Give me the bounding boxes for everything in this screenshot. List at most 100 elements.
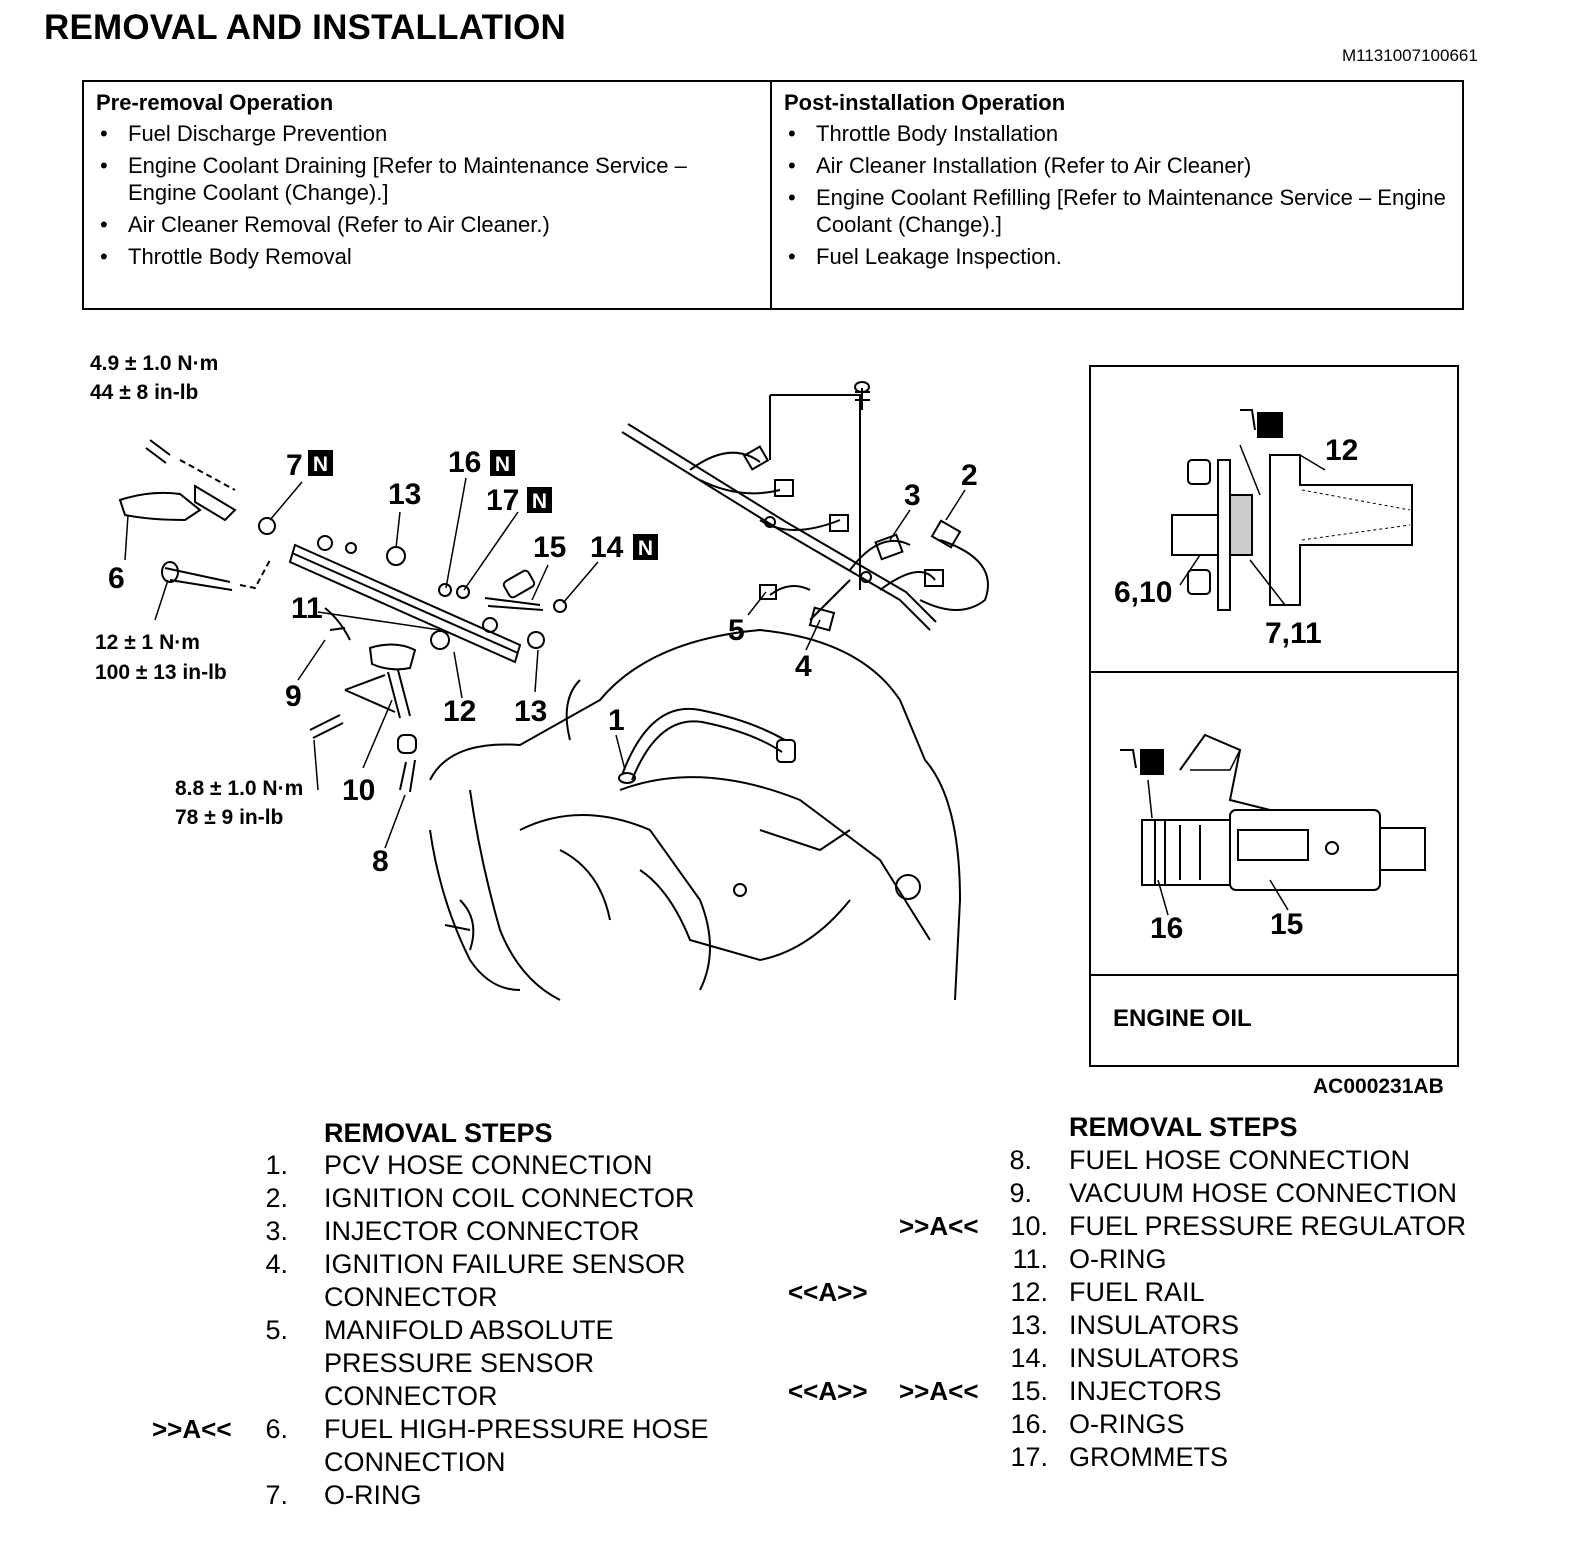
step-text: O-RING <box>324 1480 422 1510</box>
fuel-rail <box>118 439 567 793</box>
callout-15: 15 <box>533 531 566 564</box>
step-text: O-RING <box>1069 1244 1167 1274</box>
removal-steps-heading-left: REMOVAL STEPS <box>324 1118 553 1148</box>
engine-oil-label: ENGINE OIL <box>1113 1005 1252 1032</box>
install-mark: >>A<< <box>152 1414 232 1444</box>
list-item: Air Cleaner Installation (Refer to Air C… <box>784 152 1450 179</box>
torque-1-nm: 4.9 ± 1.0 N·m <box>90 352 218 375</box>
step-number: 6. <box>265 1414 288 1444</box>
step-number: 12. <box>1010 1277 1048 1307</box>
step-text: MANIFOLD ABSOLUTE <box>324 1315 614 1345</box>
torque-2-inlb: 100 ± 13 in-lb <box>95 661 227 684</box>
callout-labels: 1 2 3 4 5 6 7 8 9 10 11 12 13 13 14 15 1… <box>108 446 978 878</box>
step-number: 2. <box>265 1183 288 1213</box>
step-number: 10. <box>1010 1211 1048 1241</box>
detail-callout-7-11: 7,11 <box>1265 617 1322 650</box>
step-number: 4. <box>265 1249 288 1279</box>
step-number: 11. <box>1012 1244 1048 1274</box>
step-text: IGNITION COIL CONNECTOR <box>324 1183 695 1213</box>
post-installation-list: Throttle Body Installation Air Cleaner I… <box>784 120 1450 270</box>
callout-2: 2 <box>961 459 978 492</box>
torque-3-inlb: 78 ± 9 in-lb <box>175 806 283 829</box>
step-text: IGNITION FAILURE SENSOR <box>324 1249 686 1279</box>
step-text: FUEL PRESSURE REGULATOR <box>1069 1211 1467 1241</box>
new-part-mark: N <box>527 487 552 513</box>
step-number: 14. <box>1010 1343 1048 1373</box>
removal-mark: <<A>> <box>788 1277 868 1307</box>
step-number: 16. <box>1010 1409 1048 1439</box>
install-mark: >>A<< <box>899 1376 979 1406</box>
callout-6: 6 <box>108 562 125 595</box>
list-item: Air Cleaner Removal (Refer to Air Cleane… <box>96 211 758 238</box>
step-number: 5. <box>265 1315 288 1345</box>
list-item: Fuel Leakage Inspection. <box>784 243 1450 270</box>
step-text: INJECTORS <box>1069 1376 1222 1406</box>
step-number: 15. <box>1010 1376 1048 1406</box>
pre-removal-list: Fuel Discharge Prevention Engine Coolant… <box>96 120 758 270</box>
callout-11: 11 <box>291 592 323 625</box>
step-number: 13. <box>1010 1310 1048 1340</box>
pre-removal-heading: Pre-removal Operation <box>96 90 334 115</box>
callout-3: 3 <box>904 479 921 512</box>
post-installation-heading: Post-installation Operation <box>784 90 1066 115</box>
list-item: Fuel Discharge Prevention <box>96 120 758 147</box>
install-mark: >>A<< <box>899 1211 979 1241</box>
removal-steps-heading-right: REMOVAL STEPS <box>1069 1112 1298 1142</box>
callout-16: 16 <box>448 446 481 479</box>
wiring-harness <box>621 381 989 632</box>
callout-13a: 13 <box>388 478 421 511</box>
detail-callout-12: 12 <box>1325 434 1358 467</box>
step-text: INSULATORS <box>1069 1310 1240 1340</box>
callout-5: 5 <box>728 614 745 647</box>
list-item: Engine Coolant Refilling [Refer to Maint… <box>784 184 1450 238</box>
callout-8: 8 <box>372 845 389 878</box>
step-text: FUEL RAIL <box>1069 1277 1205 1307</box>
list-item: Engine Coolant Draining [Refer to Mainte… <box>96 152 758 206</box>
callout-7: 7 <box>286 449 303 482</box>
leader-lines <box>124 477 966 849</box>
callout-13b: 13 <box>514 695 547 728</box>
callout-17: 17 <box>486 484 519 517</box>
removal-steps: REMOVAL STEPS 1. PCV HOSE CONNECTION 2. … <box>0 1110 1584 1550</box>
step-number: 17. <box>1010 1442 1048 1472</box>
step-text: O-RINGS <box>1069 1409 1185 1439</box>
step-text: PCV HOSE CONNECTION <box>324 1150 653 1180</box>
svg-text:N: N <box>532 490 547 513</box>
step-text: GROMMETS <box>1069 1442 1228 1472</box>
rail-section-drawing <box>1171 409 1413 611</box>
step-text: FUEL HOSE CONNECTION <box>1069 1145 1411 1175</box>
step-number: 1. <box>265 1150 288 1180</box>
callout-14: 14 <box>590 531 624 564</box>
document-id: M1131007100661 <box>1342 46 1478 65</box>
detail-callout-16: 16 <box>1150 912 1183 945</box>
list-item: Throttle Body Installation <box>784 120 1450 147</box>
detail-callout-6-10: 6,10 <box>1114 576 1172 609</box>
step-number: 7. <box>265 1480 288 1510</box>
new-part-mark: N <box>633 534 658 560</box>
pre-removal-column: Pre-removal Operation Fuel Discharge Pre… <box>84 82 772 308</box>
step-text: PRESSURE SENSOR <box>324 1348 595 1378</box>
list-item: Throttle Body Removal <box>96 243 758 270</box>
step-text: VACUUM HOSE CONNECTION <box>1069 1178 1458 1208</box>
step-text: CONNECTOR <box>324 1282 498 1312</box>
torque-1-inlb: 44 ± 8 in-lb <box>90 381 198 404</box>
torque-3-nm: 8.8 ± 1.0 N·m <box>175 777 303 800</box>
callout-9: 9 <box>285 680 302 713</box>
new-part-marks: N N N N <box>308 450 658 560</box>
detail-panel: 12 6,10 7,11 16 15 ENGINE OIL <box>1089 365 1459 1067</box>
step-text: INSULATORS <box>1069 1343 1240 1373</box>
torque-2-nm: 12 ± 1 N·m <box>95 631 200 654</box>
callout-10: 10 <box>342 774 375 807</box>
removal-mark: <<A>> <box>788 1376 868 1406</box>
new-part-mark: N <box>490 450 515 476</box>
callout-1: 1 <box>608 704 625 737</box>
exploded-diagram: 4.9 ± 1.0 N·m 44 ± 8 in-lb 12 ± 1 N·m 10… <box>90 352 1459 1098</box>
engine-drawing <box>429 628 962 1001</box>
operations-table: Pre-removal Operation Fuel Discharge Pre… <box>82 80 1464 310</box>
step-number: 9. <box>1009 1178 1032 1208</box>
torque-labels: 4.9 ± 1.0 N·m 44 ± 8 in-lb 12 ± 1 N·m 10… <box>90 352 303 829</box>
step-text: CONNECTION <box>324 1447 506 1477</box>
new-part-mark: N <box>308 450 333 476</box>
page-title: REMOVAL AND INSTALLATION <box>44 8 566 47</box>
step-text: FUEL HIGH-PRESSURE HOSE <box>324 1414 709 1444</box>
